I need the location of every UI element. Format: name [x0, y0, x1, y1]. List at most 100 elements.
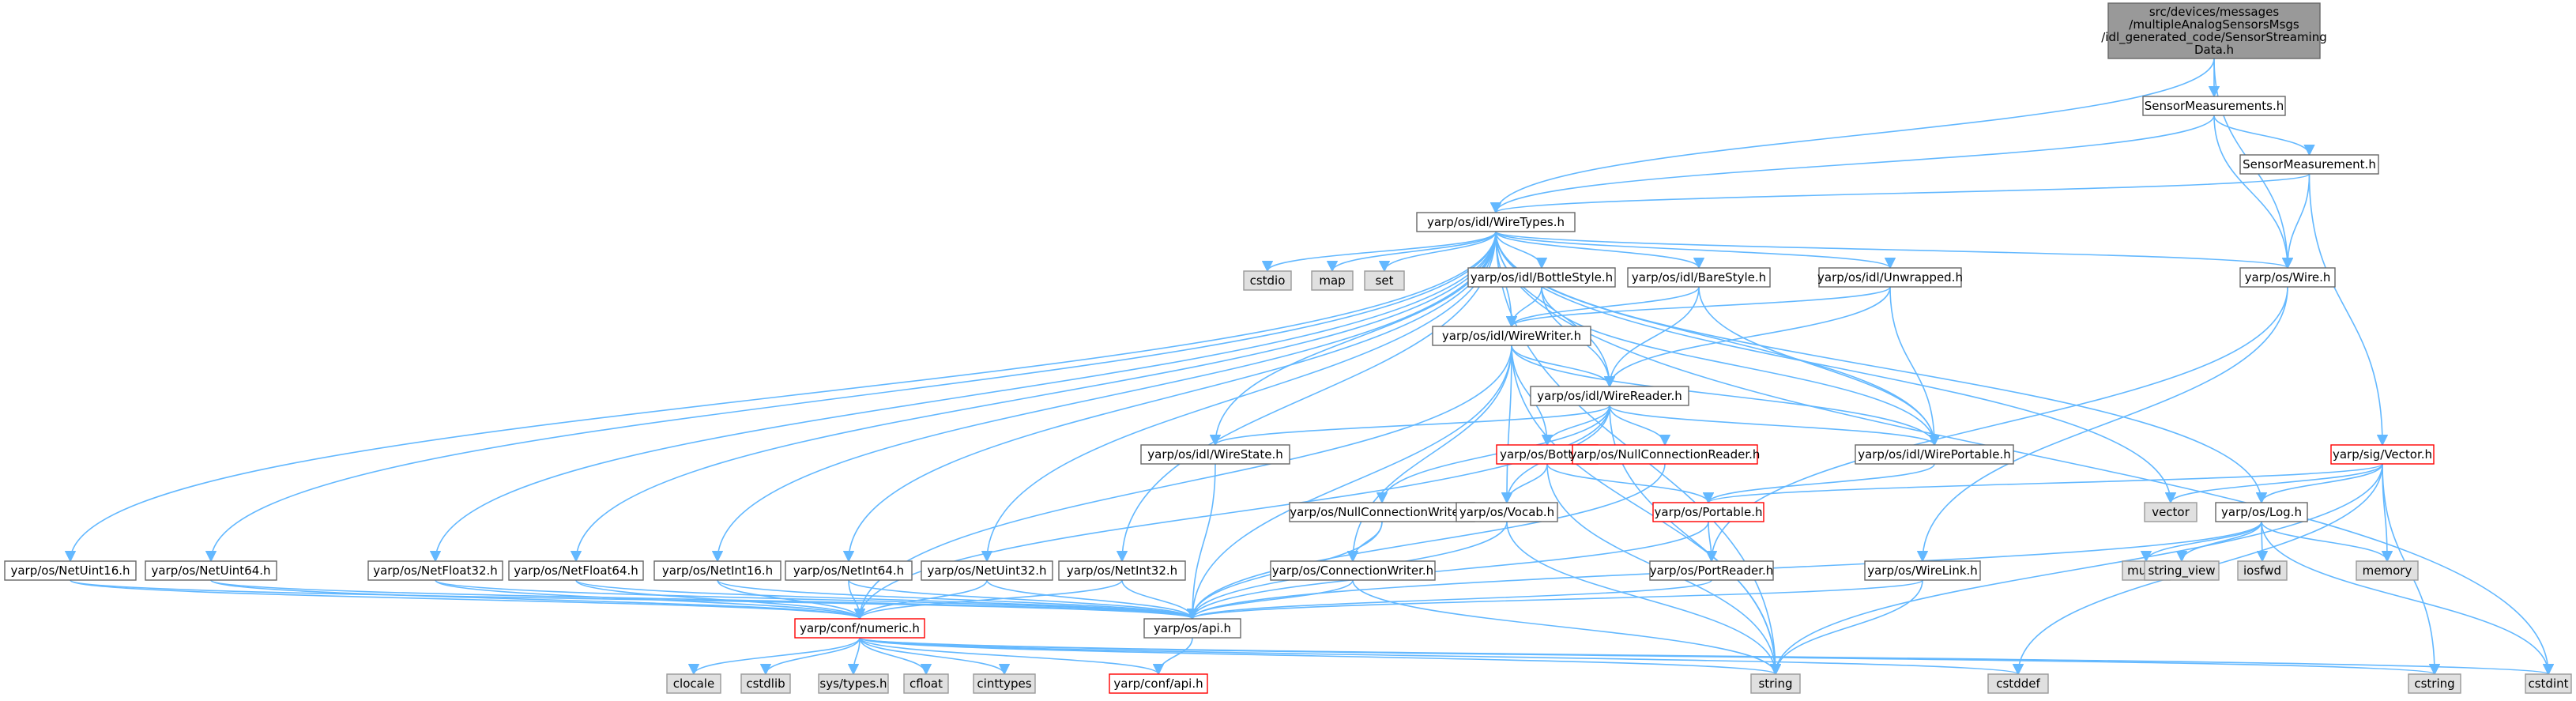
edge-vector-to-portable [1703, 463, 2383, 504]
edge-netint16-to-api [717, 579, 1198, 620]
edge-netfloat32-to-numeric [435, 579, 865, 620]
node-box-netfloat32 [367, 560, 503, 581]
edge-numeric-to-cinttypes [859, 637, 1011, 676]
node-sensormeasurements[interactable]: SensorMeasurements.h [2142, 96, 2286, 116]
edge-vector-to-vectorstd [2164, 463, 2383, 504]
edge-bottlestyle-to-wireportable [1541, 286, 1941, 447]
edge-wiretypes-to-netint32 [1116, 231, 1497, 563]
edge-wirewriter-to-wireportable [1511, 345, 1941, 447]
edge-wiretypes-to-netint64 [842, 231, 1497, 563]
edge-netint32-to-numeric [853, 579, 1123, 620]
edge-wirestate-to-api [1186, 463, 1216, 620]
node-box-wire [2239, 267, 2336, 288]
edge-netfloat32-to-api [435, 579, 1198, 620]
node-wire[interactable]: yarp/os/Wire.h [2239, 267, 2336, 288]
node-wirestate[interactable]: yarp/os/idl/WireState.h [1140, 444, 1290, 465]
edge-wirewriter-to-connwriter [1346, 345, 1512, 563]
edge-wiretypes-to-barestyle [1495, 231, 1705, 269]
edge-wiretypes-to-netfloat64 [570, 231, 1497, 563]
node-netfloat32[interactable]: yarp/os/NetFloat32.h [367, 560, 503, 581]
node-nullconnreader[interactable]: yarp/os/NullConnectionReader.h [1570, 444, 1761, 465]
node-box-cstdlib [740, 673, 791, 694]
edge-wiretypes-to-wire [1495, 231, 2293, 269]
edge-wirereader-to-bottle [1541, 405, 1610, 447]
node-label-cstring: cstring [2414, 677, 2454, 691]
edge-wirereader-to-nullconnreader [1609, 405, 1671, 447]
node-wirelink[interactable]: yarp/os/WireLink.h [1864, 560, 1981, 581]
node-label-netint16: yarp/os/NetInt16.h [662, 563, 773, 578]
node-label-iosfwd: iosfwd [2243, 563, 2281, 578]
node-vocab[interactable]: yarp/os/Vocab.h [1456, 502, 1558, 522]
nodes-layer: src/devices/messages/multipleAnalogSenso… [4, 2, 2572, 694]
node-label-nullconnwriter: yarp/os/NullConnectionWriter.h [1290, 505, 1474, 519]
node-label-netfloat64: yarp/os/NetFloat64.h [514, 563, 638, 578]
edge-bottle-to-portable [1546, 463, 1715, 504]
node-label-systypes: sys/types.h [819, 677, 887, 691]
edge-portreader-to-api [1187, 579, 1712, 620]
node-box-vectorstd [2144, 502, 2198, 522]
node-netint32[interactable]: yarp/os/NetInt32.h [1058, 560, 1186, 581]
node-root[interactable]: src/devices/messages/multipleAnalogSenso… [2101, 2, 2327, 59]
node-netuint32[interactable]: yarp/os/NetUint32.h [921, 560, 1053, 581]
node-wirewriter[interactable]: yarp/os/idl/WireWriter.h [1432, 326, 1591, 346]
edge-netint16-to-numeric [717, 579, 866, 620]
node-netuint16[interactable]: yarp/os/NetUint16.h [4, 560, 137, 581]
node-unwrapped[interactable]: yarp/os/idl/Unwrapped.h [1817, 267, 1963, 288]
edge-wiretypes-to-set [1378, 231, 1497, 273]
edge-netuint32-to-api [986, 579, 1199, 620]
node-wireportable[interactable]: yarp/os/idl/WirePortable.h [1855, 444, 2014, 465]
node-box-cstring [2408, 673, 2461, 694]
node-netuint64[interactable]: yarp/os/NetUint64.h [145, 560, 277, 581]
edge-barestyle-to-wirereader [1603, 286, 1700, 388]
node-label-confapi: yarp/conf/api.h [1113, 677, 1203, 691]
node-label-sensormeasurement: SensorMeasurement.h [2243, 157, 2376, 171]
node-label-cstddef: cstddef [1996, 677, 2040, 691]
node-wiretypes[interactable]: yarp/os/idl/WireTypes.h [1416, 212, 1576, 232]
node-portable[interactable]: yarp/os/Portable.h [1652, 502, 1764, 522]
node-label-wirewriter: yarp/os/idl/WireWriter.h [1442, 329, 1581, 343]
edge-vector-to-log [2255, 463, 2383, 504]
edge-wiretypes-to-cstdio [1261, 231, 1497, 273]
node-netfloat64[interactable]: yarp/os/NetFloat64.h [508, 560, 644, 581]
node-box-netfloat64 [508, 560, 644, 581]
node-box-netint32 [1058, 560, 1186, 581]
edge-unwrapped-to-wirewriter [1506, 286, 1891, 328]
node-label-string_view: string_view [2148, 563, 2215, 579]
edge-wiretypes-to-netint16 [711, 231, 1497, 563]
node-bottlestyle[interactable]: yarp/os/idl/BottleStyle.h [1467, 267, 1616, 288]
node-label-wireportable: yarp/os/idl/WirePortable.h [1858, 447, 2011, 462]
node-label-set: set [1376, 273, 1394, 288]
node-api[interactable]: yarp/os/api.h [1143, 618, 1241, 639]
node-label-bottlestyle: yarp/os/idl/BottleStyle.h [1471, 270, 1613, 285]
node-label-netuint64: yarp/os/NetUint64.h [151, 563, 270, 578]
node-portreader[interactable]: yarp/os/PortReader.h [1649, 560, 1774, 581]
node-sensormeasurement[interactable]: SensorMeasurement.h [2239, 154, 2379, 175]
edge-wiretypes-to-netfloat32 [429, 231, 1497, 563]
node-label-wirelink: yarp/os/WireLink.h [1867, 563, 1978, 578]
node-wirereader[interactable]: yarp/os/idl/WireReader.h [1530, 386, 1689, 406]
edge-wirewriter-to-vocab [1501, 345, 1513, 504]
edge-wirereader-to-wireportable [1609, 405, 1940, 447]
node-label-netfloat32: yarp/os/NetFloat32.h [373, 563, 498, 578]
node-netint64[interactable]: yarp/os/NetInt64.h [785, 560, 913, 581]
node-barestyle[interactable]: yarp/os/idl/BareStyle.h [1627, 267, 1771, 288]
node-connwriter[interactable]: yarp/os/ConnectionWriter.h [1270, 560, 1436, 581]
node-box-wiretypes [1416, 212, 1576, 232]
node-box-vector [2330, 444, 2435, 465]
edge-wirelink-to-string [1769, 579, 1923, 676]
edge-sensormeasurement-to-wiretypes [1490, 173, 2310, 214]
edge-vocab-to-string [1506, 521, 1782, 676]
node-label-root-line0: src/devices/messages [2149, 5, 2280, 19]
node-box-systypes [818, 673, 889, 694]
node-numeric[interactable]: yarp/conf/numeric.h [794, 618, 925, 639]
node-netint16[interactable]: yarp/os/NetInt16.h [653, 560, 781, 581]
edge-wiretypes-to-netuint16 [64, 231, 1497, 563]
edge-vector-to-string [1769, 463, 2383, 676]
node-nullconnwriter[interactable]: yarp/os/NullConnectionWriter.h [1289, 502, 1475, 522]
node-label-wirereader: yarp/os/idl/WireReader.h [1537, 389, 1682, 403]
node-log[interactable]: yarp/os/Log.h [2215, 502, 2308, 522]
edge-root-to-wiretypes [1489, 58, 2215, 214]
node-vector[interactable]: yarp/sig/Vector.h [2330, 444, 2435, 465]
node-confapi[interactable]: yarp/conf/api.h [1109, 673, 1208, 694]
